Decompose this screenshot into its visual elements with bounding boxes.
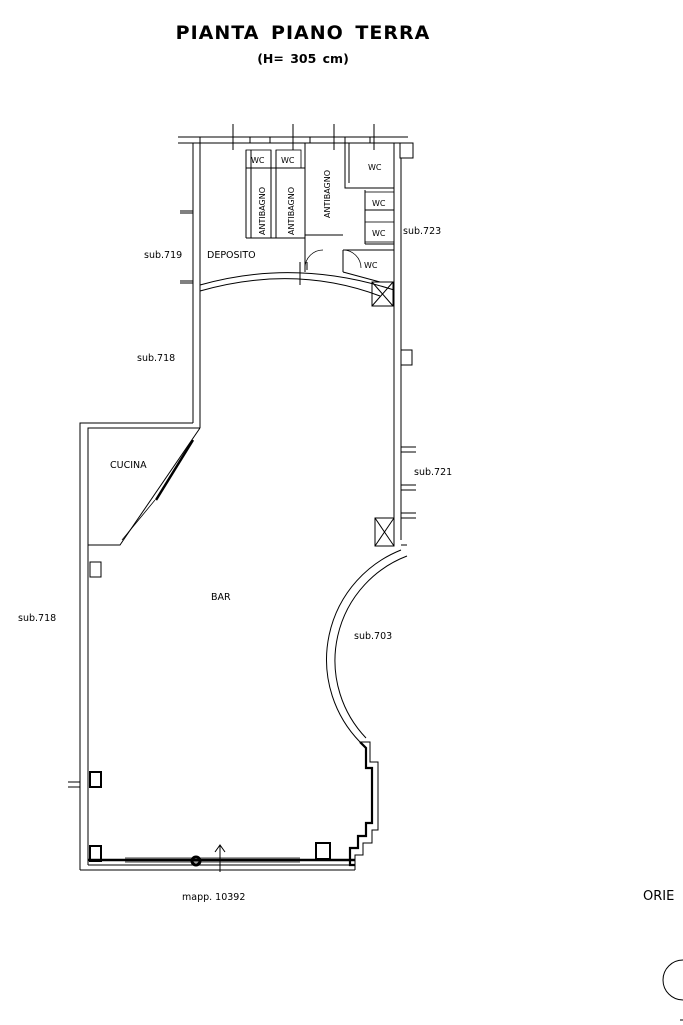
wc-label-5: WC	[372, 229, 386, 238]
sub719-label: sub.719	[144, 250, 182, 261]
sub723-label: sub.723	[403, 226, 441, 237]
orientation-label: ORIE	[643, 889, 674, 904]
sub718-top-label: sub.718	[137, 353, 175, 364]
sub721-label: sub.721	[414, 467, 452, 478]
wc-label-3: WC	[368, 163, 382, 172]
deposito-label: DEPOSITO	[207, 250, 256, 261]
antibagno-label-3: ANTIBAGNO	[323, 170, 332, 218]
sub703-label: sub.703	[354, 631, 392, 642]
wc-label-6: WC	[364, 261, 378, 270]
bar-label: BAR	[211, 592, 231, 603]
wc-cells	[245, 149, 395, 243]
sub718-left-label: sub.718	[18, 613, 56, 624]
wc-label-2: WC	[281, 156, 295, 165]
wc-label-4: WC	[372, 199, 386, 208]
antibagno-label-1: ANTIBAGNO	[258, 187, 267, 235]
mapp-label: mapp. 10392	[182, 892, 245, 903]
antibagno-label-2: ANTIBAGNO	[287, 187, 296, 235]
plan-title: PIANTA PIANO TERRA	[175, 22, 431, 44]
wc-label-1: WC	[251, 156, 265, 165]
plan-subtitle: (H= 305 cm)	[257, 51, 349, 66]
cucina-label: CUCINA	[110, 460, 147, 471]
